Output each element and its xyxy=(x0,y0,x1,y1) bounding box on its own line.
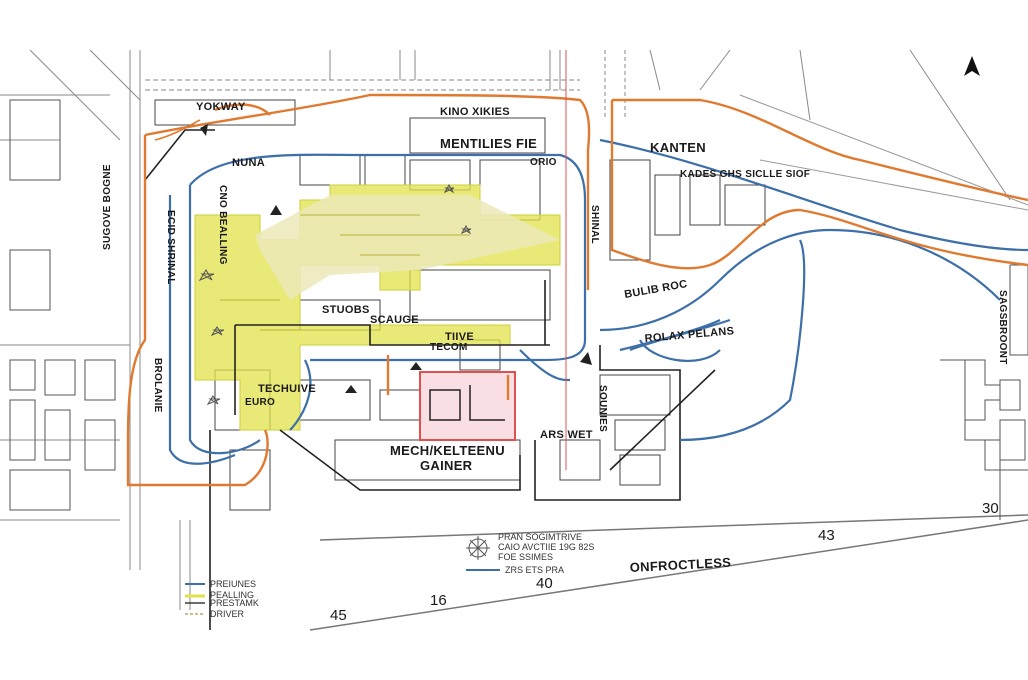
label-kanten: KANTEN xyxy=(650,140,706,155)
blue-routes xyxy=(168,138,1028,465)
legend-label-2: PRESTAMK xyxy=(210,598,259,608)
seal-icon xyxy=(466,536,490,560)
label-kades: KADES GHS SICLLE SIOF xyxy=(680,169,810,180)
note-block: PRAN SOGIMTRIVE CAIO AVCTIIE 19G 82S FOE… xyxy=(466,532,594,575)
label-stuobs: STUOBS xyxy=(322,304,370,316)
label-orio: ORIO xyxy=(530,157,557,168)
number-45: 45 xyxy=(330,607,347,624)
legend-label-3: DRIVER xyxy=(210,609,245,619)
note-line-2: CAIO AVCTIIE 19G 82S xyxy=(498,542,594,552)
map-markers xyxy=(200,124,592,393)
left-buildings xyxy=(9,99,116,511)
label-mech: MECH/KELTEENU xyxy=(390,443,505,458)
star-markers xyxy=(198,183,472,406)
label-shinal: SHINAL xyxy=(589,205,600,244)
north-arrow-icon xyxy=(964,56,980,76)
label-euro: EURO xyxy=(245,397,275,408)
note-line-3: FOE SSIMES xyxy=(498,552,553,562)
label-yokway: YOKWAY xyxy=(196,101,246,113)
label-kino: KINO XIKIES xyxy=(440,106,510,118)
label-cno: CNO BEALLING xyxy=(217,185,228,265)
label-ars-wet: ARS WET xyxy=(540,429,593,441)
legend-label-0: PREIUNES xyxy=(210,579,256,589)
number-40: 40 xyxy=(536,575,553,592)
label-ecid: ECID SHRINAL xyxy=(165,210,176,285)
background-streets xyxy=(0,49,1028,631)
legend-label-1: PEALLING xyxy=(210,590,254,600)
label-brolanie: BROLANIE xyxy=(152,358,163,413)
label-mentilies: MENTILIES FIE xyxy=(440,136,537,151)
label-sugove: SUGOVE BOGNE xyxy=(102,164,113,250)
highlighted-zone xyxy=(194,184,561,431)
label-sounes: SOUNIES xyxy=(597,385,608,432)
legend: PREIUNES PEALLING PRESTAMK DRIVER xyxy=(185,579,259,619)
number-30: 30 xyxy=(982,500,999,517)
number-16: 16 xyxy=(430,592,447,609)
right-buildings xyxy=(940,264,1028,520)
orange-routes xyxy=(126,93,1028,487)
red-building xyxy=(419,371,516,441)
label-onfroctless: ONFROCTLESS xyxy=(629,555,731,575)
label-nuna: NUNA xyxy=(232,157,265,169)
label-tecom: TECOM xyxy=(430,342,468,353)
label-techuive: TECHUIVE xyxy=(258,383,316,395)
note-line-4: ZRS ETS PRA xyxy=(505,565,564,575)
label-tiive: TIIVE xyxy=(445,331,474,343)
label-gainer: GAINER xyxy=(420,458,473,473)
note-line-1: PRAN SOGIMTRIVE xyxy=(498,532,582,542)
number-43: 43 xyxy=(818,527,835,544)
label-sagsbroont: SAGSBROONT xyxy=(997,290,1008,365)
label-scauge: SCAUGE xyxy=(370,314,419,326)
